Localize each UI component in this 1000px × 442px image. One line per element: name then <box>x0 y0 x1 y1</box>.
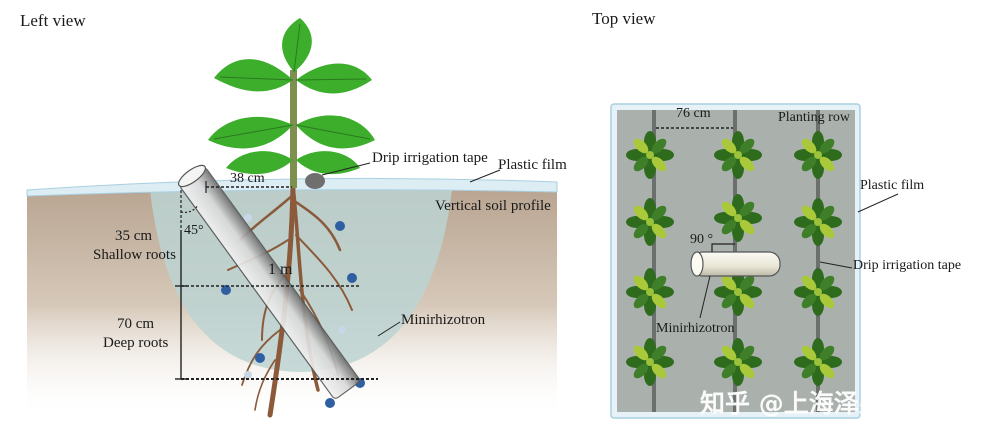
planting-row-label: Planting row <box>778 110 851 125</box>
top-view-title: Top view <box>592 9 656 28</box>
left-view-title: Left view <box>20 11 86 30</box>
minirhizotron-tube-left <box>177 164 360 399</box>
deep-depth-label: 70 cm <box>117 316 154 332</box>
top-view-panel: Top view 76 cm 90 ° <box>592 9 961 419</box>
shallow-roots-label: Shallow roots <box>93 247 176 263</box>
watermark: 知乎 @上海泽泉科技 <box>700 389 934 418</box>
minirhizotron-label-top: Minirhizotron <box>656 321 735 336</box>
drip-tape-left <box>305 173 325 189</box>
soil-profile-label: Vertical soil profile <box>435 198 551 214</box>
distance-label-left: 38 cm <box>230 171 265 186</box>
water-drops <box>221 214 365 408</box>
minirhizotron-label-left: Minirhizotron <box>401 312 486 328</box>
plant-shoot <box>208 18 375 188</box>
deep-roots-label: Deep roots <box>103 335 169 351</box>
shallow-depth-label: 35 cm <box>115 228 152 244</box>
drip-tape-label-top: Drip irrigation tape <box>853 258 961 273</box>
angle-label-left: 45° <box>184 223 204 238</box>
left-view-panel: Left view <box>20 11 567 420</box>
plastic-film-label-top: Plastic film <box>860 178 924 193</box>
tube-length-label: 1 m <box>268 261 293 278</box>
angle-label-top: 90 ° <box>690 232 713 247</box>
plastic-film-label-left: Plastic film <box>498 157 567 173</box>
minirhizotron-tube-top <box>690 251 781 277</box>
drip-tape-label-left: Drip irrigation tape <box>372 150 488 166</box>
row-spacing-label: 76 cm <box>676 106 711 121</box>
